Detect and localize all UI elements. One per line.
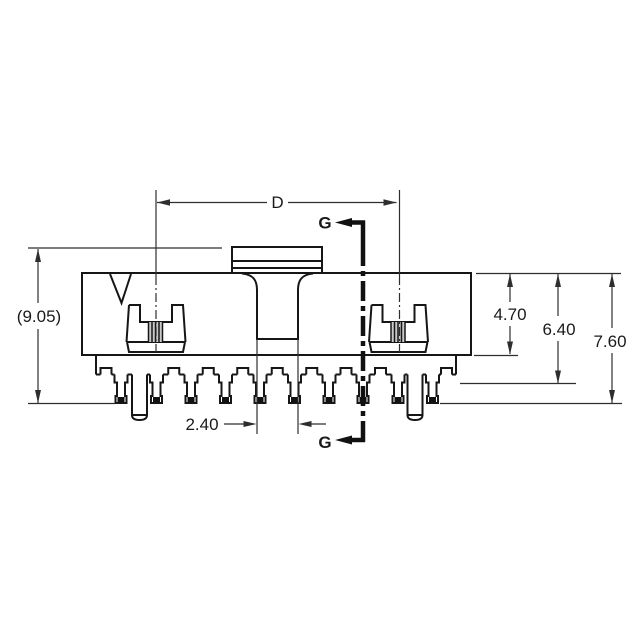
housing-height-label: 4.70 (493, 305, 526, 324)
section-label-top: G (318, 214, 331, 233)
strip-notches (99, 367, 453, 375)
pin (149, 374, 164, 404)
dimension-overall-height: (9.05) (17, 247, 222, 405)
dimension-pin-tip-height: 7.60 (440, 274, 627, 405)
center-post (241, 272, 314, 340)
right-contact-section (368, 304, 429, 353)
pin (183, 374, 199, 404)
section-line-g: G G (318, 214, 366, 452)
base-strip (95, 355, 457, 376)
mating-tab (231, 246, 323, 274)
pin (425, 374, 440, 404)
dimension-contact-span: D (155, 190, 401, 352)
pin (113, 374, 129, 404)
dimension-post-width: 2.40 (185, 339, 326, 434)
pin (390, 374, 406, 404)
section-label-bottom: G (318, 433, 331, 452)
polarization-v-mark (109, 273, 132, 306)
pin (321, 374, 337, 404)
dimension-housing-height: 4.70 (474, 274, 527, 357)
overall-height-label: (9.05) (17, 307, 61, 326)
standoff-height-label: 6.40 (542, 320, 575, 339)
mounting-peg-left (131, 374, 148, 422)
contact-span-label: D (271, 193, 283, 212)
dimension-standoff-height: 6.40 (460, 274, 576, 385)
pin (252, 374, 268, 404)
pin (287, 374, 302, 404)
pin-tip-height-label: 7.60 (593, 332, 626, 351)
post-width-label: 2.40 (185, 415, 218, 434)
mounting-peg-right (406, 374, 424, 422)
pin (218, 374, 233, 404)
